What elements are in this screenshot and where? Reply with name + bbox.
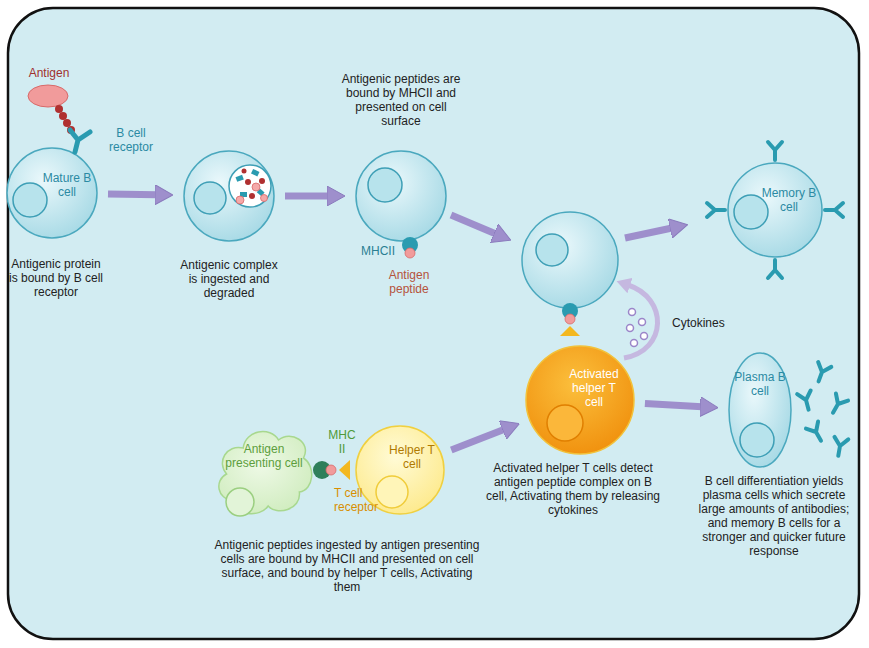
activated-t-cell: Activated helper T cellActivated helper … bbox=[525, 345, 635, 455]
antigen-label: Antigen bbox=[23, 66, 75, 80]
cytokine-dots bbox=[627, 309, 648, 347]
cell-label: Activated helper T cell bbox=[563, 367, 625, 409]
nucleus bbox=[536, 234, 568, 266]
nucleus bbox=[226, 488, 254, 516]
plasma-b-cell: Plasma B cell bbox=[728, 352, 792, 468]
cell-circle bbox=[728, 163, 822, 257]
nucleus bbox=[547, 405, 583, 441]
antigen-presenting-cell: Antigen presenting cell bbox=[212, 420, 316, 520]
process-arrow bbox=[451, 215, 496, 234]
cell-circle bbox=[729, 353, 791, 467]
cell-circle bbox=[7, 148, 97, 238]
process-arrow bbox=[451, 429, 504, 450]
antigen-illustration bbox=[28, 85, 75, 134]
cell-label: Mature B cell bbox=[42, 171, 92, 199]
vesicle bbox=[229, 165, 271, 207]
mhc-label: MHCII bbox=[356, 244, 400, 258]
nucleus bbox=[376, 476, 408, 508]
panel-ground bbox=[8, 8, 859, 639]
cell-outline bbox=[212, 420, 316, 520]
receptor-label: T cell receptor bbox=[334, 486, 394, 514]
process-caption: Antigenic peptides ingested by antigen p… bbox=[212, 538, 482, 594]
cell-caption: Antigenic protein is bound by B cell rec… bbox=[6, 257, 106, 299]
cell-label: Antigen presenting cell bbox=[222, 442, 306, 470]
cell-caption: Antigenic peptides are bound by MHCII an… bbox=[341, 72, 461, 128]
memory-b-cell: Memory B cell bbox=[727, 162, 823, 258]
cell-caption: Activated helper T cells detect antigen … bbox=[485, 461, 661, 517]
process-arrow bbox=[285, 193, 329, 200]
receptor-symbol bbox=[70, 130, 90, 152]
receptor-label: B cell receptor bbox=[100, 126, 162, 154]
b-cell: Antigenic complex is ingested and degrad… bbox=[183, 150, 275, 242]
b-cell: Antigenic peptides are bound by MHCII an… bbox=[355, 150, 447, 242]
mhc-peptide bbox=[313, 237, 578, 479]
cell-outline bbox=[183, 150, 275, 242]
nucleus bbox=[13, 168, 774, 457]
process-arrow bbox=[645, 404, 702, 407]
cell-circle bbox=[526, 346, 634, 454]
b-cell bbox=[522, 212, 618, 308]
cell-outline bbox=[525, 345, 635, 455]
cell-label: Plasma B cell bbox=[732, 370, 788, 398]
cell-caption: Antigenic complex is ingested and degrad… bbox=[177, 258, 281, 300]
b-cell: Mature B cellAntigenic protein is bound … bbox=[6, 147, 98, 239]
cell-label: Memory B cell bbox=[761, 186, 817, 214]
antibody-symbol bbox=[707, 142, 848, 457]
cytokine-arrow bbox=[624, 285, 658, 358]
process-arrow bbox=[108, 190, 157, 198]
cell-outline bbox=[6, 147, 98, 239]
cell-circle bbox=[184, 151, 274, 241]
cell-outline bbox=[727, 162, 823, 258]
cell-outline bbox=[728, 352, 792, 468]
peptide-label: Antigen peptide bbox=[378, 268, 440, 296]
cloud-outline bbox=[219, 432, 312, 514]
process-caption: B cell differentiation yields plasma cel… bbox=[693, 474, 855, 558]
t-cell-receptor-symbol bbox=[339, 460, 350, 480]
cell-circle bbox=[356, 151, 446, 241]
cytokine-label: Cytokines bbox=[672, 316, 742, 330]
cell-label: Helper T cell bbox=[385, 443, 439, 471]
mhc-label: MHC II bbox=[327, 428, 357, 456]
cell-outline bbox=[355, 150, 447, 242]
process-arrow bbox=[625, 228, 672, 238]
t-cell-receptor-symbol bbox=[560, 326, 580, 336]
